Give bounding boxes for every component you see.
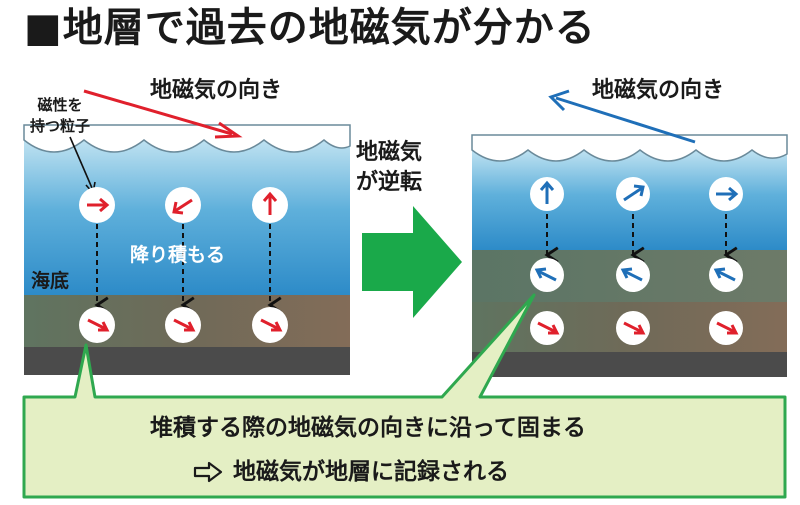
seafloor-label: 海底 xyxy=(31,270,70,292)
right-bedrock xyxy=(472,352,787,377)
left-field-arrow xyxy=(83,89,233,136)
particle-right-top-2 xyxy=(616,177,650,211)
particle-left-bottom-2 xyxy=(165,307,201,343)
particle-right-bottom-2 xyxy=(616,311,650,345)
right-field-label: 地磁気の向き xyxy=(592,78,725,103)
particle-left-bottom-3 xyxy=(252,307,288,343)
callout-line-1: 堆積する際の地磁気の向きに沿って固まる xyxy=(150,415,586,441)
particle-pointer-line xyxy=(69,136,93,189)
right-outline-arrow-icon xyxy=(193,461,223,489)
reversal-big-arrow xyxy=(362,206,462,318)
particle-left-top-3 xyxy=(252,187,288,223)
particle-left-top-1 xyxy=(79,187,115,223)
particle-right-mid-3 xyxy=(709,258,743,292)
callout-line-2: 地磁気が地層に記録される xyxy=(233,459,509,485)
falling-label: 降り積もる xyxy=(130,244,226,266)
right-field-arrow xyxy=(555,96,696,144)
right-field-arrowhead xyxy=(548,89,570,112)
right-wave-surface xyxy=(471,134,788,162)
left-field-arrowhead xyxy=(214,121,243,139)
particle-right-bottom-3 xyxy=(709,311,743,345)
callout-line-2-wrap: 地磁気が地層に記録される xyxy=(193,452,509,489)
particle-left-bottom-1 xyxy=(79,307,115,343)
title-text: ■地層で過去の地磁気が分かる xyxy=(24,5,596,51)
particle-label: 磁性を 持つ粒子 xyxy=(30,96,91,135)
callout-box xyxy=(22,293,787,499)
reversal-label: 地磁気 が逆転 xyxy=(356,140,423,195)
page-title: ■地層で過去の地磁気が分かる xyxy=(24,2,596,54)
left-wave-surface xyxy=(23,124,351,153)
particle-right-mid-2 xyxy=(616,258,650,292)
left-panel xyxy=(23,89,351,375)
particle-left-top-2 xyxy=(165,187,201,223)
left-field-label: 地磁気の向き xyxy=(150,78,283,103)
particle-right-mid-1 xyxy=(530,258,564,292)
particle-right-bottom-1 xyxy=(530,311,564,345)
left-bedrock xyxy=(24,347,350,375)
particle-right-top-3 xyxy=(709,177,743,211)
particle-right-top-1 xyxy=(530,177,564,211)
right-panel xyxy=(471,89,788,377)
